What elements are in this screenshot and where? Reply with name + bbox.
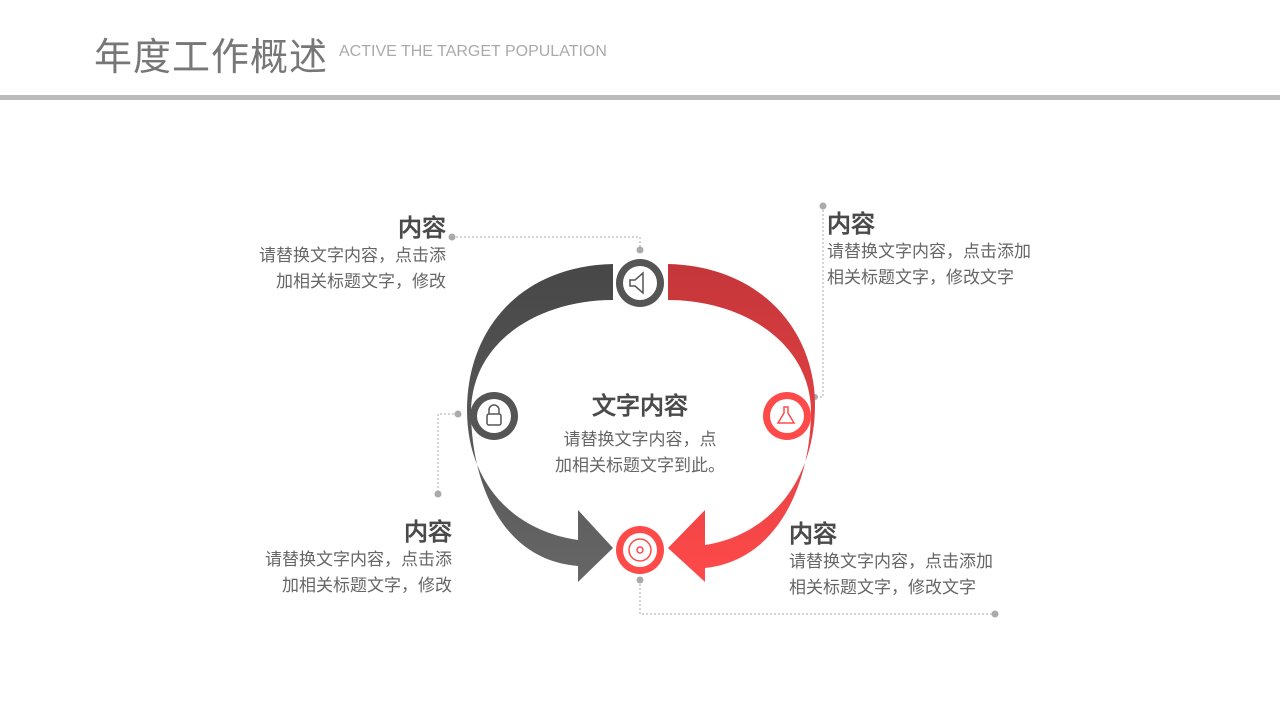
block-title: 内容 <box>789 520 837 548</box>
disc-icon <box>616 526 664 574</box>
flask-icon <box>763 392 811 440</box>
block-text: 相关标题文字，修改文字 <box>789 578 976 598</box>
block-top-left: 内容 请替换文字内容，点击添 加相关标题文字，修改 <box>200 208 446 295</box>
block-text: 请替换文字内容，点击添 <box>265 550 452 570</box>
page-subtitle: ACTIVE THE TARGET POPULATION <box>339 43 607 60</box>
center-line2: 加相关标题文字到此。 <box>555 456 725 476</box>
block-title: 内容 <box>398 214 446 242</box>
page-title: 年度工作概述 <box>94 35 329 79</box>
center-title: 文字内容 <box>592 392 688 420</box>
right-arrow <box>668 264 815 582</box>
left-arrow <box>467 264 613 582</box>
center-block: 文字内容 请替换文字内容，点 加相关标题文字到此。 <box>520 386 760 479</box>
block-text: 相关标题文字，修改文字 <box>827 268 1014 288</box>
lock-icon <box>470 392 518 440</box>
block-bottom-left: 内容 请替换文字内容，点击添 加相关标题文字，修改 <box>200 512 452 599</box>
block-text: 请替换文字内容，点击添加 <box>789 552 993 572</box>
block-title: 内容 <box>827 210 875 238</box>
block-text: 加相关标题文字，修改 <box>276 272 446 292</box>
header-divider <box>0 95 1280 100</box>
speaker-icon <box>616 259 664 307</box>
block-bottom-right: 内容 请替换文字内容，点击添加 相关标题文字，修改文字 <box>789 514 1049 601</box>
center-line1: 请替换文字内容，点 <box>563 430 717 450</box>
block-text: 加相关标题文字，修改 <box>282 576 452 596</box>
block-text: 请替换文字内容，点击添 <box>259 246 446 266</box>
block-text: 请替换文字内容，点击添加 <box>827 242 1031 262</box>
block-title: 内容 <box>404 518 452 546</box>
block-top-right: 内容 请替换文字内容，点击添加 相关标题文字，修改文字 <box>827 204 1087 291</box>
